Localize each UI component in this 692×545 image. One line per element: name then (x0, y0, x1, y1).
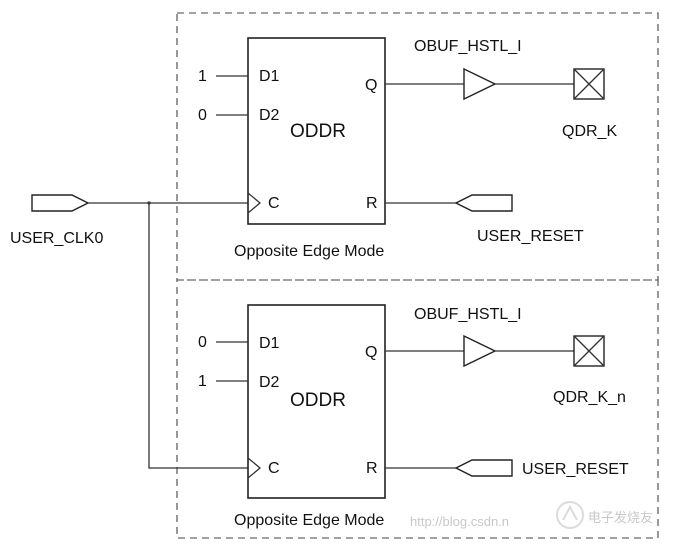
reset-input-port-icon (454, 459, 513, 477)
output-pad-label: QDR_K (562, 123, 617, 140)
reset-label: USER_RESET (477, 228, 584, 245)
d2-constant-value: 1 (198, 373, 207, 390)
pin-c-label: C (268, 460, 280, 477)
reset-label: USER_RESET (522, 461, 629, 478)
clock-input-label: USER_CLK0 (10, 230, 103, 247)
buffer-label: OBUF_HSTL_I (414, 306, 522, 323)
oddr-block (247, 304, 386, 499)
pin-r-label: R (366, 460, 378, 477)
pin-r-label: R (366, 195, 378, 212)
oddr-module-bottom: ODDR D1 D2 Q C R 0 1 OBUF_HSTL_I QDR_K_n… (198, 304, 629, 529)
output-buffer-icon (463, 334, 497, 368)
oddr-type-label: ODDR (290, 121, 346, 142)
pin-d2-label: D2 (259, 374, 280, 391)
d1-constant-value: 0 (198, 334, 207, 351)
output-pad-icon (573, 335, 605, 367)
output-pad-icon (573, 68, 605, 100)
pin-q-label: Q (365, 77, 377, 94)
output-buffer-icon (463, 67, 497, 101)
bottom-region-boundary (176, 279, 659, 539)
oddr-block (247, 37, 386, 225)
clock-input-port-icon (31, 194, 90, 212)
pin-d1-label: D1 (259, 335, 280, 352)
d1-constant-value: 1 (198, 68, 207, 85)
pin-q-label: Q (365, 344, 377, 361)
output-pad-label: QDR_K_n (553, 389, 626, 406)
pin-c-label: C (268, 195, 280, 212)
d2-constant-value: 0 (198, 107, 207, 124)
oddr-module-top: ODDR D1 D2 Q C R 1 0 OBUF_HSTL_I QDR_K U… (198, 37, 617, 260)
clock-junction-dot (147, 201, 151, 205)
watermark-brand: 电子发烧友 (588, 510, 653, 525)
reset-input-port-icon (454, 194, 513, 212)
clock-pin-triangle-icon (247, 192, 262, 214)
pin-d2-label: D2 (259, 107, 280, 124)
pin-d1-label: D1 (259, 68, 280, 85)
buffer-label: OBUF_HSTL_I (414, 38, 522, 55)
mode-label: Opposite Edge Mode (234, 243, 384, 260)
watermark-logo (556, 501, 584, 529)
watermark-url: http://blog.csdn.n (410, 514, 509, 529)
clock-pin-triangle-icon (247, 457, 262, 479)
mode-label: Opposite Edge Mode (234, 512, 384, 529)
oddr-type-label: ODDR (290, 390, 346, 411)
clock-net-bottom (148, 203, 248, 469)
